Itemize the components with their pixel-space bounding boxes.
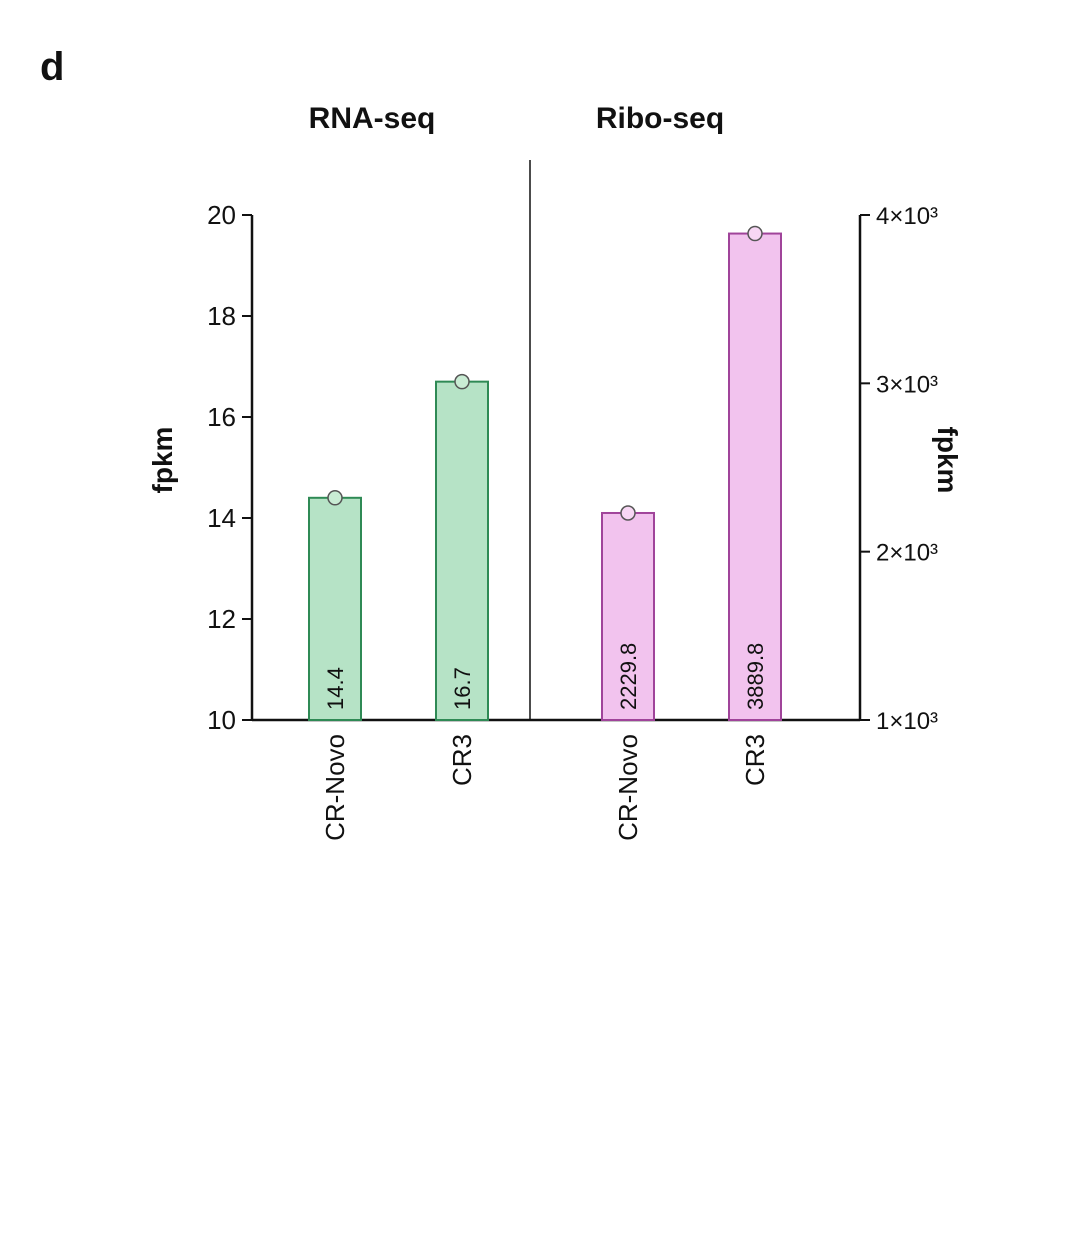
left-y-tick-label: 14	[207, 503, 236, 533]
ribo-seq-value-label: 3889.8	[743, 643, 768, 710]
rna-seq-value-label: 16.7	[450, 667, 475, 710]
ribo-seq-category-label: CR3	[740, 734, 770, 786]
left-y-tick-label: 10	[207, 705, 236, 735]
left-ylabel: fpkm	[147, 427, 178, 494]
rna-seq-category-label: CR-Novo	[320, 734, 350, 841]
ribo-seq-bar	[601, 511, 655, 721]
left-y-tick-label: 20	[207, 200, 236, 230]
right-y-tick-label: 4×10³	[876, 203, 938, 230]
chart-plot-area: 10 12 14 16 18 20 1×10³ 2×10³ 3×10³ 4×10³ 14.4CR-N…	[207, 160, 938, 841]
right-y-tick-label: 1×10³	[876, 708, 938, 735]
left-subplot-title: RNA-seq	[309, 102, 436, 135]
right-y-tick-label: 2×10³	[876, 540, 938, 567]
rna-seq-bar	[435, 380, 489, 721]
rna-seq-category-label: CR3	[447, 734, 477, 786]
left-y-tick-label: 18	[207, 301, 236, 331]
right-subplot-title: Ribo-seq	[596, 102, 724, 135]
rna-seq-bar	[308, 496, 362, 721]
right-y-tick-label: 3×10³	[876, 371, 938, 398]
panel-letter: d	[40, 45, 64, 89]
rna-seq-bar-point	[327, 490, 343, 506]
rna-seq-bar-point	[454, 373, 470, 390]
ribo-seq-bar-point	[747, 225, 763, 242]
ribo-seq-bar-point	[620, 505, 636, 521]
rna-seq-value-label: 14.4	[323, 667, 348, 710]
ribo-seq-value-label: 2229.8	[616, 643, 641, 710]
left-y-tick-label: 12	[207, 604, 236, 634]
ribo-seq-category-label: CR-Novo	[613, 734, 643, 841]
ribo-seq-bar	[728, 232, 782, 722]
left-y-tick-label: 16	[207, 402, 236, 432]
right-ylabel: fpkm	[932, 427, 963, 494]
